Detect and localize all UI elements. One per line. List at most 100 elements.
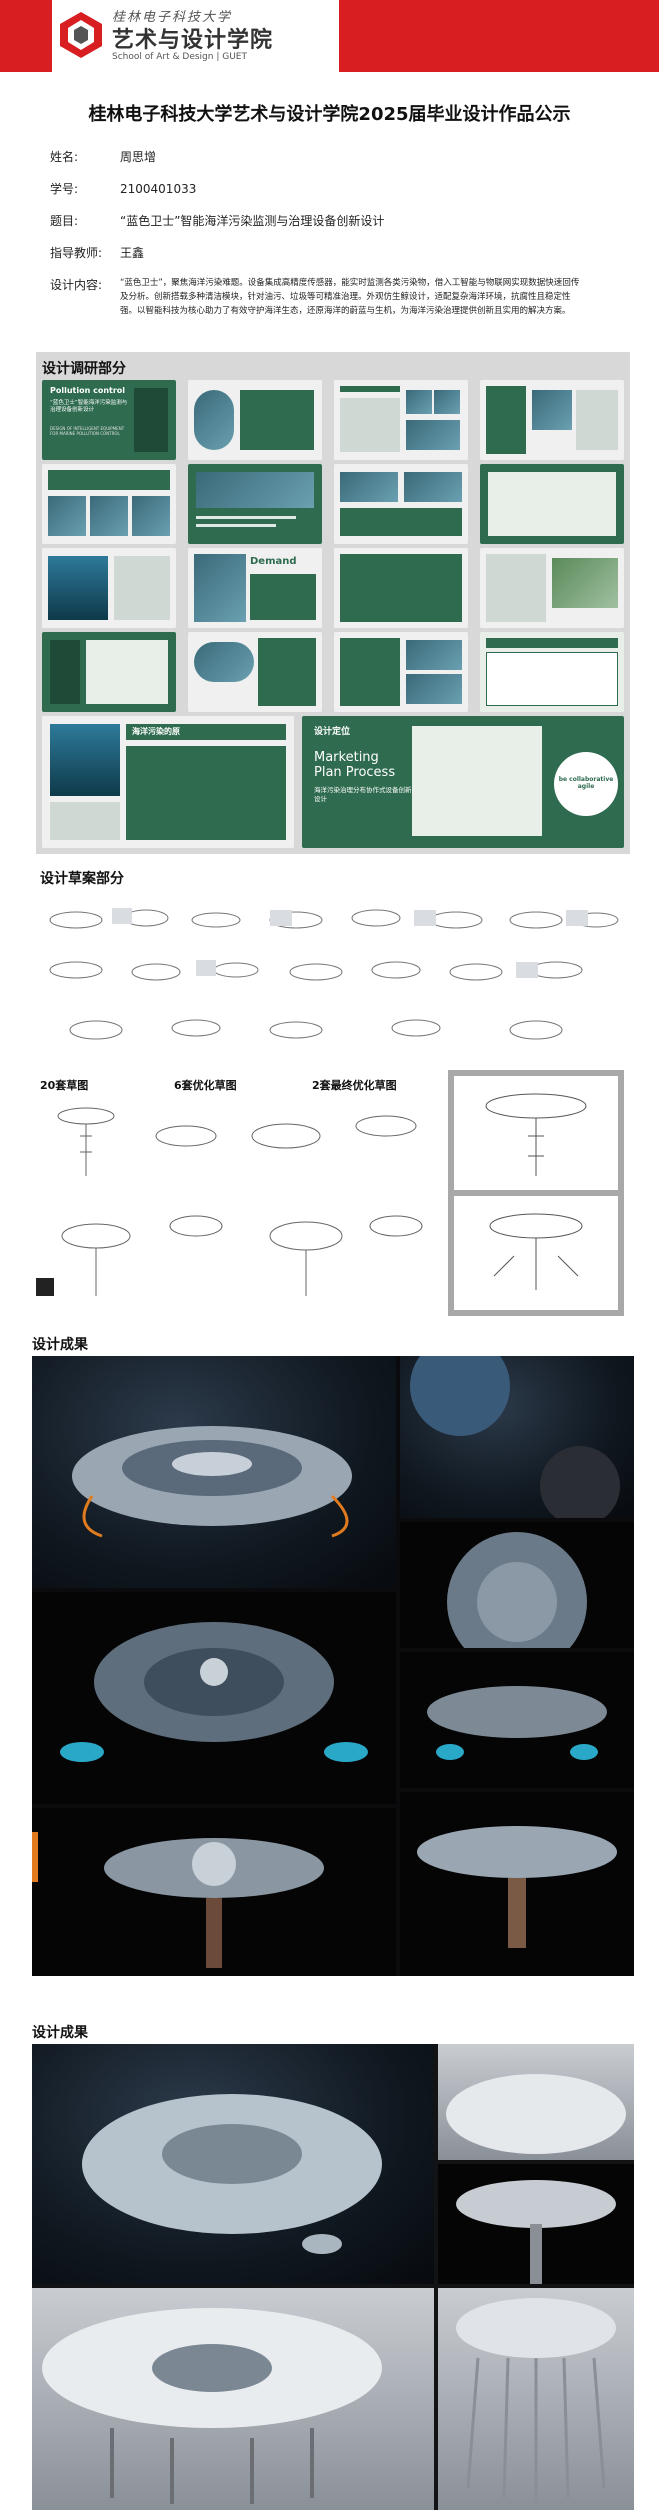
research-card-pollution-cause: 海洋污染的原 [42, 716, 294, 848]
research-panel-2 [240, 390, 314, 450]
research-panel-pollution [126, 746, 286, 840]
render-device-on-water [32, 1356, 396, 1588]
research-image-ocean [50, 724, 120, 796]
research-image-7a [340, 472, 398, 502]
research-image-3c [406, 420, 460, 450]
research-card-8 [480, 464, 624, 544]
research-card-13 [42, 632, 176, 712]
header-red-bar-left [0, 0, 52, 72]
research-image-4 [532, 390, 572, 430]
research-image-7b [404, 472, 462, 502]
page-title: 桂林电子科技大学艺术与设计学院2025届毕业设计作品公示 [88, 104, 571, 125]
sketch-dark-thumb [36, 1278, 54, 1296]
positioning-heading: 设计定位 [314, 727, 351, 737]
logo-college-name: 艺术与设计学院 [112, 28, 274, 53]
topic-label: 题目: [50, 214, 79, 228]
research-card-3 [334, 380, 468, 460]
info-topic-row: 题目: “蓝色卫士”智能海洋污染监测与治理设备创新设计 [50, 212, 384, 229]
research-card-9 [42, 548, 176, 628]
render-jellyfish-close [32, 2288, 434, 2510]
id-label: 学号: [50, 182, 79, 196]
research-table-8 [488, 472, 616, 536]
research-image-device [50, 802, 120, 840]
render-device-floating [400, 1792, 634, 1976]
cover-cn-title: “蓝色卫士”智能海洋污染监测与治理设备创新设计 [50, 400, 128, 413]
research-image-3b [434, 390, 460, 414]
sketch-label-6: 6套优化草图 [174, 1079, 237, 1092]
research-table-16 [486, 652, 618, 706]
research-heading-bg [126, 724, 286, 740]
result2-render-panel [32, 2044, 634, 2510]
research-text-4 [576, 390, 618, 450]
device-render-1 [72, 1426, 352, 1538]
research-image-demand [194, 554, 246, 622]
research-panel-5 [48, 470, 170, 490]
advisor-label: 指导教师: [50, 246, 103, 260]
research-panel-4 [486, 386, 526, 454]
research-image-12 [552, 558, 618, 608]
marketing-subtitle: 海洋污染治理分布协作式设备创新设计 [314, 786, 412, 803]
school-emblem-icon [60, 12, 102, 58]
result1-section-title: 设计成果 [32, 1337, 88, 1353]
render-device-top-view [32, 1592, 396, 1804]
research-table-13 [86, 640, 168, 704]
cover-en-title: Pollution control [50, 386, 126, 395]
content-label: 设计内容: [50, 278, 103, 292]
advisor-value: 王鑫 [120, 246, 145, 260]
id-value: 2100401033 [120, 182, 197, 196]
research-card-6 [188, 464, 322, 544]
research-image-15b [406, 674, 462, 704]
logo-english-name: School of Art & Design | GUET [112, 52, 247, 62]
research-card-12 [480, 548, 624, 628]
sketch-label-2: 2套最终优化草图 [312, 1079, 397, 1092]
research-card-positioning: 设计定位 Marketing Plan Process 海洋污染治理分布协作式设… [302, 716, 624, 848]
research-panel-13 [50, 640, 80, 704]
research-line-6b [196, 524, 276, 527]
render-detail-underside [438, 2164, 634, 2284]
agile-circle [554, 752, 618, 816]
header-banner: 桂林电子科技大学 艺术与设计学院 School of Art & Design … [0, 0, 659, 72]
render-detail-disc [400, 1522, 634, 1648]
info-advisor-row: 指导教师: 王鑫 [50, 244, 144, 261]
research-image-3a [406, 390, 432, 414]
research-heading-16 [486, 638, 618, 648]
render-detail-top [400, 1356, 634, 1518]
research-text-3 [340, 398, 400, 452]
topic-value: “蓝色卫士”智能海洋污染监测与治理设备创新设计 [120, 214, 385, 228]
content-value: “蓝色卫士”，聚焦海洋污染难题。设备集成高精度传感器，能实时监测各类污染物，借入… [120, 278, 580, 316]
research-card-demand: Demand [188, 548, 322, 628]
diver-image [48, 556, 108, 620]
research-line-6a [196, 516, 296, 519]
render-device-side [400, 1652, 634, 1788]
marketing-heading: Marketing Plan Process [314, 750, 396, 780]
header-red-bar-right [339, 0, 659, 72]
research-card-4 [480, 380, 624, 460]
result2-section-title: 设计成果 [32, 2025, 88, 2041]
research-card-cover: Pollution control “蓝色卫士”智能海洋污染监测与治理设备创新设… [42, 380, 176, 460]
logo-school-name: 桂林电子科技大学 [112, 10, 233, 25]
research-panel-demand [250, 574, 316, 620]
research-panel-11 [340, 554, 462, 622]
research-heading-3 [340, 386, 400, 392]
research-panel-15 [340, 638, 400, 706]
research-image-5a [48, 496, 86, 536]
final-sketch-frame [448, 1070, 624, 1316]
research-image-6 [196, 472, 314, 508]
render-device-open [32, 1808, 396, 1976]
render-jellyfish-tentacles [438, 2288, 634, 2510]
final-sketch-drawings [454, 1093, 618, 1290]
positioning-flowchart [412, 726, 542, 836]
cover-en-subtitle: DESIGN OF INTELLIGENT EQUIPMENT FOR MARI… [50, 426, 125, 436]
school-logo: 桂林电子科技大学 艺术与设计学院 School of Art & Design … [52, 0, 339, 72]
info-content-row: 设计内容: “蓝色卫士”，聚焦海洋污染难题。设备集成高精度传感器，能实时监测各类… [50, 276, 610, 318]
research-card-11 [334, 548, 468, 628]
research-card-15 [334, 632, 468, 712]
cover-image [134, 388, 168, 452]
render-jellyfish-water [32, 2044, 434, 2284]
render-detail-pod [438, 2044, 634, 2160]
research-card-16 [480, 632, 624, 712]
demand-heading: Demand [250, 556, 297, 567]
pollution-cause-heading: 海洋污染的原 [132, 727, 180, 736]
sketch-grid-20 [49, 908, 619, 1040]
research-image-15a [406, 640, 462, 670]
